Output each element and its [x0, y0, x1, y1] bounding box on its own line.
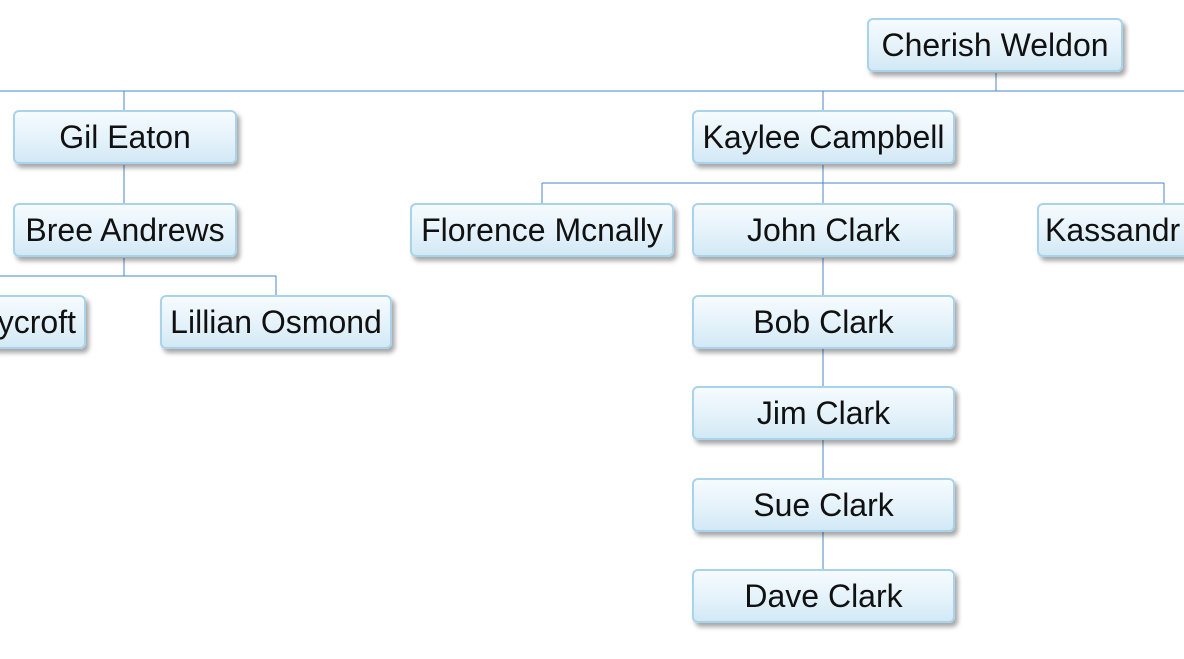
node-label: Jim Clark: [756, 395, 891, 431]
node-dave-clark[interactable]: Dave Clark: [692, 569, 955, 623]
node-kassandr[interactable]: Kassandr: [1037, 203, 1184, 257]
node-bob-clark[interactable]: Bob Clark: [692, 295, 955, 349]
node-jim-clark[interactable]: Jim Clark: [692, 386, 955, 440]
node-ycroft[interactable]: ycroft: [0, 295, 86, 349]
node-label: Dave Clark: [744, 578, 903, 614]
node-label: Kassandr: [1045, 212, 1181, 248]
node-label: Bree Andrews: [25, 212, 225, 248]
node-lillian-osmond[interactable]: Lillian Osmond: [160, 295, 392, 349]
node-sue-clark[interactable]: Sue Clark: [692, 478, 955, 532]
node-florence-mcnally[interactable]: Florence Mcnally: [410, 203, 674, 257]
node-label: ycroft: [0, 304, 76, 340]
node-bree-andrews[interactable]: Bree Andrews: [13, 203, 237, 257]
node-label: Florence Mcnally: [421, 212, 663, 248]
node-label: Sue Clark: [753, 487, 894, 523]
node-cherish-weldon[interactable]: Cherish Weldon: [867, 18, 1123, 72]
node-gil-eaton[interactable]: Gil Eaton: [13, 110, 237, 164]
node-label: Gil Eaton: [59, 119, 191, 155]
node-john-clark[interactable]: John Clark: [692, 203, 955, 257]
node-label: John Clark: [747, 212, 900, 248]
node-label: Kaylee Campbell: [702, 119, 945, 155]
node-label: Cherish Weldon: [881, 27, 1109, 63]
node-label: Lillian Osmond: [170, 304, 382, 340]
node-kaylee-campbell[interactable]: Kaylee Campbell: [692, 110, 955, 164]
node-label: Bob Clark: [753, 304, 894, 340]
